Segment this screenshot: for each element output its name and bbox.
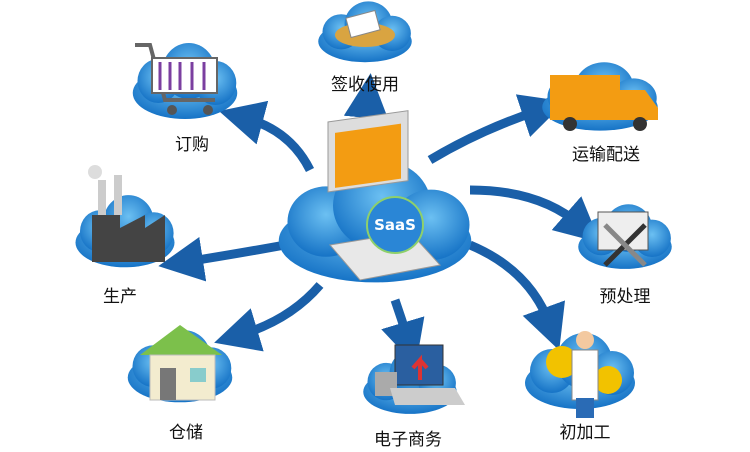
node-label-ecommerce: 电子商务: [374, 430, 442, 450]
tools-icon: [597, 211, 649, 267]
node-label-order: 订购: [175, 135, 209, 155]
node-label-preprocess: 预处理: [599, 287, 651, 307]
arrow-to-processing: [468, 240, 565, 351]
arrow-to-transport: [427, 94, 566, 164]
node-label-processing: 初加工: [559, 423, 611, 443]
signing-desk-icon: [335, 9, 395, 47]
arrow-to-storage: [214, 282, 324, 352]
arrow-to-ecommerce: [381, 298, 425, 366]
laptop-chart-icon: [375, 344, 465, 405]
node-label-sign: 签收使用: [331, 75, 399, 95]
arrows: [158, 73, 601, 366]
node-label-produce: 生产: [103, 287, 137, 307]
shopping-cart-icon: [135, 43, 218, 115]
arrow-to-order: [218, 100, 315, 173]
factory-icon: [88, 165, 165, 262]
house-icon: [140, 325, 222, 401]
node-label-storage: 仓储: [169, 423, 203, 443]
arrow-to-preprocess: [469, 185, 601, 243]
delivery-truck-icon: [550, 75, 658, 131]
arrow-to-produce: [158, 237, 286, 282]
node-label-transport: 运输配送: [572, 145, 640, 165]
svg-text:SaaS: SaaS: [374, 216, 416, 234]
worker-gears-icon: [546, 331, 622, 418]
laptop-globe-icon: SaaS: [327, 110, 441, 281]
